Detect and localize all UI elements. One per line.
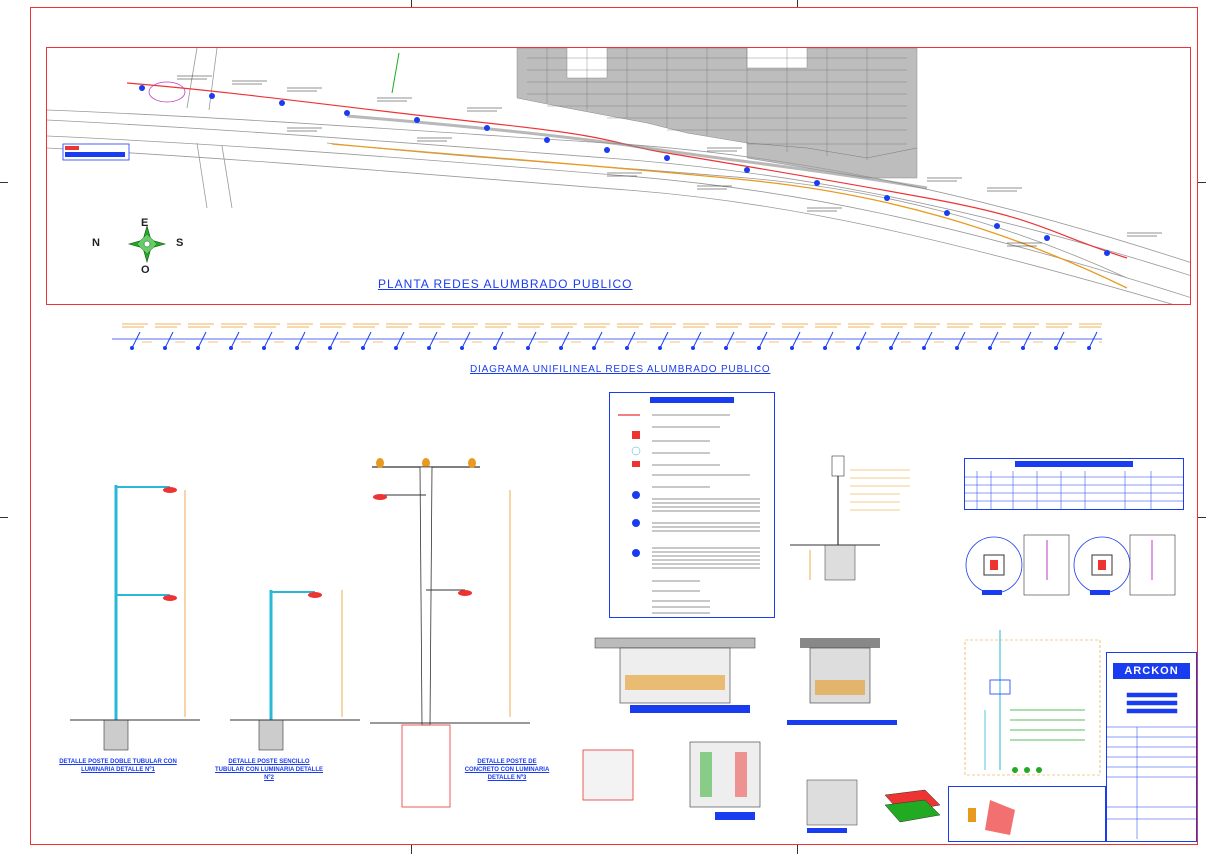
trench-details xyxy=(582,637,941,833)
registration-tick xyxy=(0,517,8,518)
compass-rose xyxy=(127,224,167,264)
compass-west: O xyxy=(141,264,150,276)
gray-cable xyxy=(346,114,928,190)
pole-detail-3 xyxy=(370,458,530,808)
unifilar-unit xyxy=(815,323,845,350)
unifilar-unit xyxy=(320,323,350,350)
registration-tick xyxy=(797,0,798,7)
luminaire-markers xyxy=(139,85,1110,256)
box-details xyxy=(582,741,941,833)
sheet-frame xyxy=(30,7,1198,845)
unifilar-strip xyxy=(112,323,1102,350)
key-plan xyxy=(968,800,1015,835)
unifilar-unit xyxy=(353,323,383,350)
title-block-rows xyxy=(1107,692,1196,839)
schedule-header-bar xyxy=(1015,461,1133,467)
key-plan-box xyxy=(948,786,1106,842)
unifilar-unit xyxy=(188,323,218,350)
unifilar-unit xyxy=(980,323,1010,350)
detail-2-caption: DETALLE POSTE SENCILLO TUBULAR CON LUMIN… xyxy=(215,759,323,781)
unifilar-unit xyxy=(617,323,647,350)
red-circuit xyxy=(126,82,1128,259)
registration-tick xyxy=(1198,517,1206,518)
unifilar-unit xyxy=(1013,323,1043,350)
unifilar-unit xyxy=(155,323,185,350)
detail-3-caption: DETALLE POSTE DE CONCRETO CON LUMINARIA … xyxy=(464,759,550,781)
pole-annotations xyxy=(177,75,1162,247)
building-block xyxy=(516,48,918,179)
orange-conduit xyxy=(331,143,1128,289)
legend-header-bar xyxy=(650,397,734,403)
unifilar-unit xyxy=(1046,323,1076,350)
unifilar-unit xyxy=(254,323,284,350)
unifilar-unit xyxy=(683,323,713,350)
unifilar-unit xyxy=(749,323,779,350)
panel-details xyxy=(965,534,1176,596)
plan-title: PLANTA REDES ALUMBRADO PUBLICO xyxy=(378,277,633,291)
unifilar-unit xyxy=(650,323,680,350)
magenta-marker xyxy=(148,81,186,103)
unifilar-unit xyxy=(1079,323,1102,350)
schedule-grid xyxy=(965,471,1183,509)
legend-rows xyxy=(618,414,760,614)
circuit-schedule-table xyxy=(964,458,1184,510)
title-block: ARCKON xyxy=(1106,652,1197,842)
unifilar-unit xyxy=(518,323,548,350)
pole-detail-2 xyxy=(230,590,360,751)
company-logo: ARCKON xyxy=(1113,663,1190,679)
compass-north: N xyxy=(92,237,100,249)
unifilar-unit xyxy=(485,323,515,350)
unifilar-title: DIAGRAMA UNIFILINEAL REDES ALUMBRADO PUB… xyxy=(470,364,771,375)
panel-single-line xyxy=(964,630,1101,776)
trench-section-2 xyxy=(787,638,897,725)
registration-tick xyxy=(797,845,798,854)
detail-1-caption: DETALLE POSTE DOBLE TUBULAR CON LUMINARI… xyxy=(59,759,177,773)
grounding-detail xyxy=(790,455,910,581)
registration-tick xyxy=(1198,182,1206,183)
unifilar-unit xyxy=(947,323,977,350)
unifilar-unit xyxy=(881,323,911,350)
plan-view xyxy=(46,47,1191,305)
unifilar-unit xyxy=(584,323,614,350)
unifilar-unit xyxy=(716,323,746,350)
plan-drawing xyxy=(47,48,1190,304)
registration-tick xyxy=(0,182,8,183)
registration-tick xyxy=(411,845,412,854)
unifilar-unit xyxy=(782,323,812,350)
unifilar-unit xyxy=(221,323,251,350)
unifilar-unit xyxy=(914,323,944,350)
unifilar-unit xyxy=(386,323,416,350)
unifilar-unit xyxy=(551,323,581,350)
registration-tick xyxy=(411,0,412,7)
unifilar-unit xyxy=(122,323,152,350)
unifilar-unit xyxy=(287,323,317,350)
trench-section-1 xyxy=(594,637,756,713)
pole-detail-1 xyxy=(70,485,200,751)
unifilar-unit xyxy=(452,323,482,350)
building-grid xyxy=(527,48,907,160)
unifilar-unit xyxy=(848,323,878,350)
compass-south: S xyxy=(176,237,184,249)
compass-east: E xyxy=(141,217,149,229)
green-line xyxy=(391,52,400,94)
symbols-legend xyxy=(609,392,775,618)
pole-details xyxy=(70,458,530,808)
unifilar-unit xyxy=(419,323,449,350)
